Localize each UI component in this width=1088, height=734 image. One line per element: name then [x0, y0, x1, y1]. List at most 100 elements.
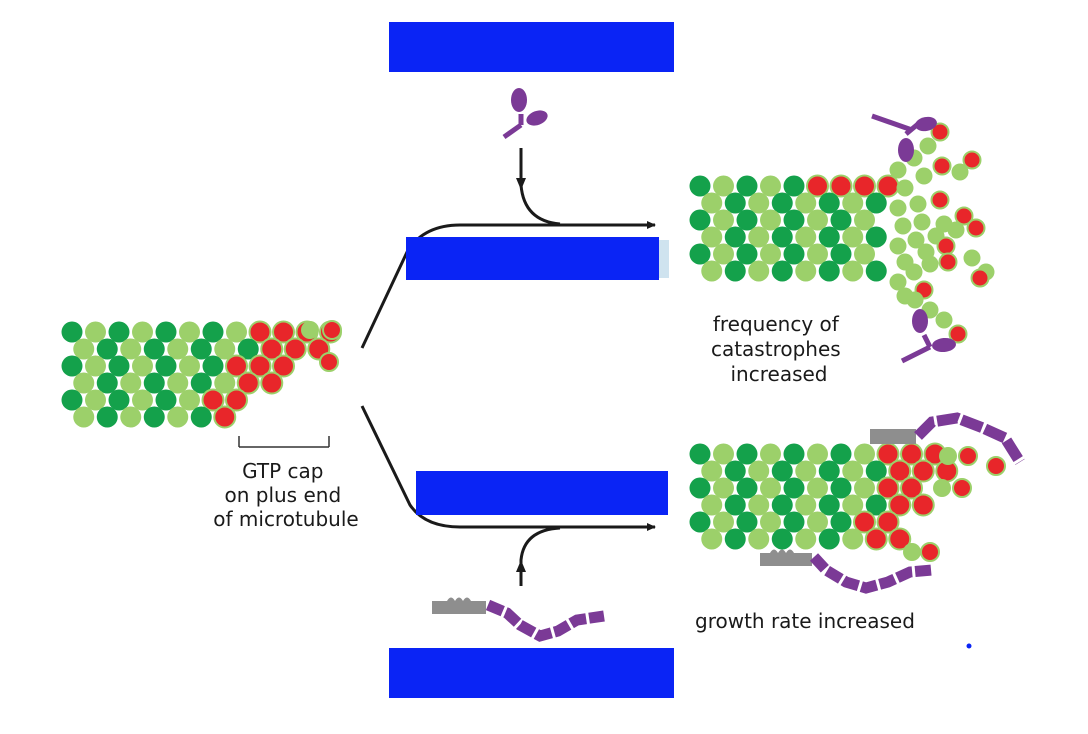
tubulin-subunit [108, 389, 130, 411]
tubulin-subunit [818, 494, 840, 516]
tubulin-subunit [120, 338, 142, 360]
tubulin-subunit [954, 206, 974, 226]
tubulin-subunit [96, 338, 118, 360]
tubulin-subunit [807, 477, 828, 499]
tubulin-subunit [913, 213, 931, 231]
tubulin-subunit [226, 321, 247, 343]
plus-end-tracker-protein-icon [432, 597, 605, 642]
tubulin-subunit [73, 338, 95, 360]
bound-tracker-top-icon [870, 412, 1025, 465]
stray-blue-dot [966, 643, 972, 649]
tubulin-subunit [713, 443, 734, 465]
tubulin-subunit [986, 456, 1006, 476]
tubulin-subunit [96, 406, 118, 428]
tubulin-subunit [854, 209, 875, 231]
catastrophe-label: frequency of catastrophes increased [711, 312, 847, 386]
tubulin-subunit [701, 528, 723, 550]
gtp-cap-line-1: GTP cap [242, 459, 323, 483]
microtubule-left [61, 320, 342, 429]
tubulin-subunit [771, 260, 793, 282]
tubulin-subunit [963, 249, 981, 267]
tubulin-subunit [842, 260, 864, 282]
tubulin-subunit [818, 528, 840, 550]
tracker-arrow [519, 526, 561, 586]
tubulin-subunit [167, 406, 189, 428]
tubulin-subunit [818, 460, 840, 482]
tubulin-subunit [202, 321, 224, 343]
tubulin-subunit [724, 260, 746, 282]
redaction-bar-upper-label [406, 237, 659, 280]
tubulin-subunit [889, 273, 907, 291]
tubulin-subunit [760, 209, 781, 231]
tubulin-subunit [909, 195, 927, 213]
tubulin-subunit [771, 192, 793, 214]
tubulin-subunit [936, 236, 956, 256]
tubulin-subunit [301, 321, 319, 339]
tubulin-subunit [724, 226, 746, 248]
tubulin-subunit [783, 243, 805, 265]
tubulin-subunit [248, 320, 272, 344]
tubulin-subunit [701, 460, 723, 482]
tubulin-subunit [906, 291, 924, 309]
tubulin-subunit [921, 255, 939, 273]
tubulin-subunit [713, 209, 734, 231]
tubulin-subunit [842, 460, 864, 482]
tubulin-subunit [724, 192, 746, 214]
catastrophe-factor-arrow [519, 148, 561, 226]
tubulin-subunit [736, 175, 758, 197]
tubulin-subunit [807, 243, 828, 265]
tubulin-subunit [236, 371, 260, 395]
tubulin-subunit [876, 510, 900, 534]
tubulin-subunit [713, 477, 734, 499]
tubulin-subunit [842, 494, 864, 516]
tubulin-subunit [915, 167, 933, 185]
catastrophe-line-2: catastrophes [711, 337, 841, 361]
tubulin-subunit [865, 192, 887, 214]
tubulin-subunit [952, 478, 972, 498]
tubulin-subunit [888, 459, 912, 483]
tubulin-subunit [911, 493, 935, 517]
tubulin-subunit [143, 372, 165, 394]
tubulin-subunit [225, 388, 248, 412]
tubulin-subunit [829, 174, 853, 198]
tubulin-subunit [783, 209, 805, 231]
growth-label: growth rate increased [695, 609, 915, 633]
tubulin-subunit [842, 192, 864, 214]
tubulin-subunit [842, 226, 864, 248]
tubulin-subunit [167, 372, 189, 394]
tubulin-subunit [930, 190, 950, 210]
tubulin-subunit [689, 175, 711, 197]
tubulin-subunit [190, 372, 212, 394]
tubulin-subunit [951, 163, 969, 181]
tubulin-subunit [903, 543, 921, 561]
tubulin-subunit [179, 389, 200, 411]
tubulin-subunit [272, 354, 295, 378]
tubulin-subunit [771, 226, 793, 248]
tubulin-subunit [214, 338, 236, 360]
tubulin-subunit [894, 217, 912, 235]
tubulin-subunit [120, 406, 142, 428]
tubulin-subunit [783, 175, 805, 197]
tubulin-subunit [948, 324, 968, 344]
tubulin-subunit [85, 321, 106, 343]
tubulin-subunit [736, 243, 758, 265]
tubulin-subunit [701, 226, 723, 248]
tubulin-subunit [795, 494, 817, 516]
tubulin-subunit [120, 372, 142, 394]
tubulin-subunit [795, 192, 817, 214]
tubulin-subunit [830, 511, 852, 533]
tubulin-subunit [760, 175, 781, 197]
tubulin-subunit [807, 443, 828, 465]
tubulin-subunit [830, 243, 852, 265]
tubulin-subunit [935, 311, 953, 329]
bound-tracker-bottom-icon [760, 549, 933, 594]
tubulin-subunit [933, 479, 951, 497]
tubulin-subunit [724, 494, 746, 516]
catastrophe-factor-protein-icon [502, 88, 548, 140]
gtp-cap-label: GTP cap on plus end of microtubule [213, 459, 358, 531]
tubulin-subunit [724, 460, 746, 482]
tubulin-subunit [701, 260, 723, 282]
tubulin-subunit [842, 528, 864, 550]
tubulin-subunit [283, 337, 307, 361]
tubulin-subunit [132, 389, 153, 411]
